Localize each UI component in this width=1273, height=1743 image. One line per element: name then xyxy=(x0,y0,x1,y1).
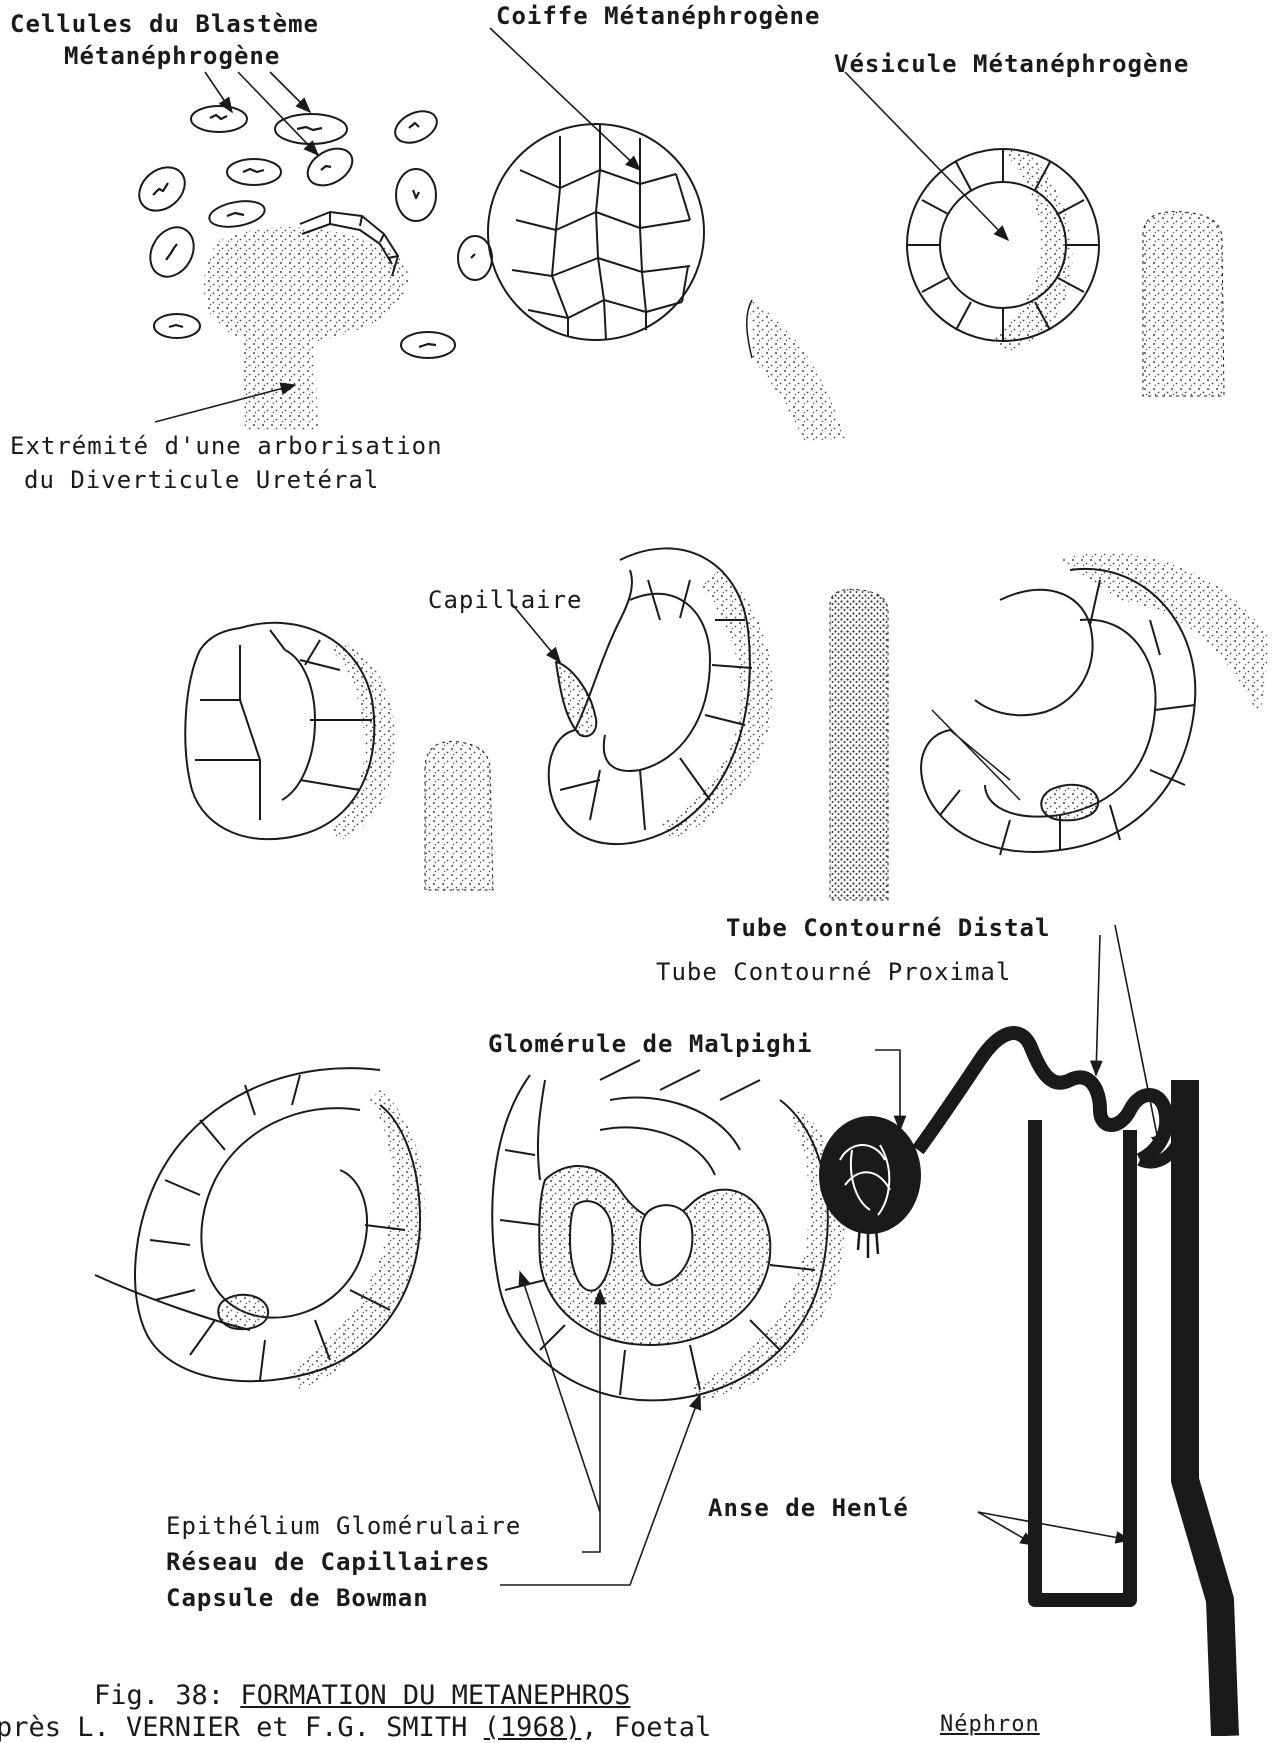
figure-caption-title: Fig. 38: FORMATION DU METANEPHROS xyxy=(94,1680,630,1711)
label-extremite-2: du Diverticule Uretéral xyxy=(24,466,379,494)
label-vesicule: Vésicule Métanéphrogène xyxy=(834,50,1189,78)
figure-caption-source: près L. VERNIER et F.G. SMITH (1968), Fo… xyxy=(0,1712,711,1743)
caption-source-prefix: près L. VERNIER et F.G. SMITH xyxy=(0,1712,484,1743)
label-reseau: Réseau de Capillaires xyxy=(166,1548,490,1576)
label-glomerule: Glomérule de Malpighi xyxy=(488,1030,812,1058)
nephron xyxy=(820,1033,1225,1736)
label-coiffe: Coiffe Métanéphrogène xyxy=(496,2,820,30)
ureteric-bud-tip xyxy=(204,212,408,430)
coiffe-metanephrogene xyxy=(488,124,845,442)
stage-comma xyxy=(185,623,493,890)
label-cellules-blasteme-1: Cellules du Blastème xyxy=(10,10,319,38)
label-tube-proximal: Tube Contourné Proximal xyxy=(656,958,1011,986)
stage-late-left xyxy=(95,1068,425,1390)
label-extremite-1: Extrémité d'une arborisation xyxy=(10,432,443,460)
stage-s-shaped xyxy=(921,553,1270,855)
stage-capillaire xyxy=(549,548,888,900)
caption-title: FORMATION DU METANEPHROS xyxy=(240,1680,630,1711)
label-nephron: Néphron xyxy=(940,1712,1040,1737)
caption-source-year: (1968) xyxy=(484,1712,582,1743)
label-capsule: Capsule de Bowman xyxy=(166,1584,429,1612)
label-epithelium: Epithélium Glomérulaire xyxy=(166,1512,521,1540)
label-capillaire: Capillaire xyxy=(428,586,583,614)
caption-source-suffix: , Foetal xyxy=(581,1712,711,1743)
label-tube-distal: Tube Contourné Distal xyxy=(726,914,1050,942)
caption-prefix: Fig. 38: xyxy=(94,1680,240,1711)
label-cellules-blasteme-2: Métanéphrogène xyxy=(64,42,280,70)
label-anse: Anse de Henlé xyxy=(708,1494,909,1522)
